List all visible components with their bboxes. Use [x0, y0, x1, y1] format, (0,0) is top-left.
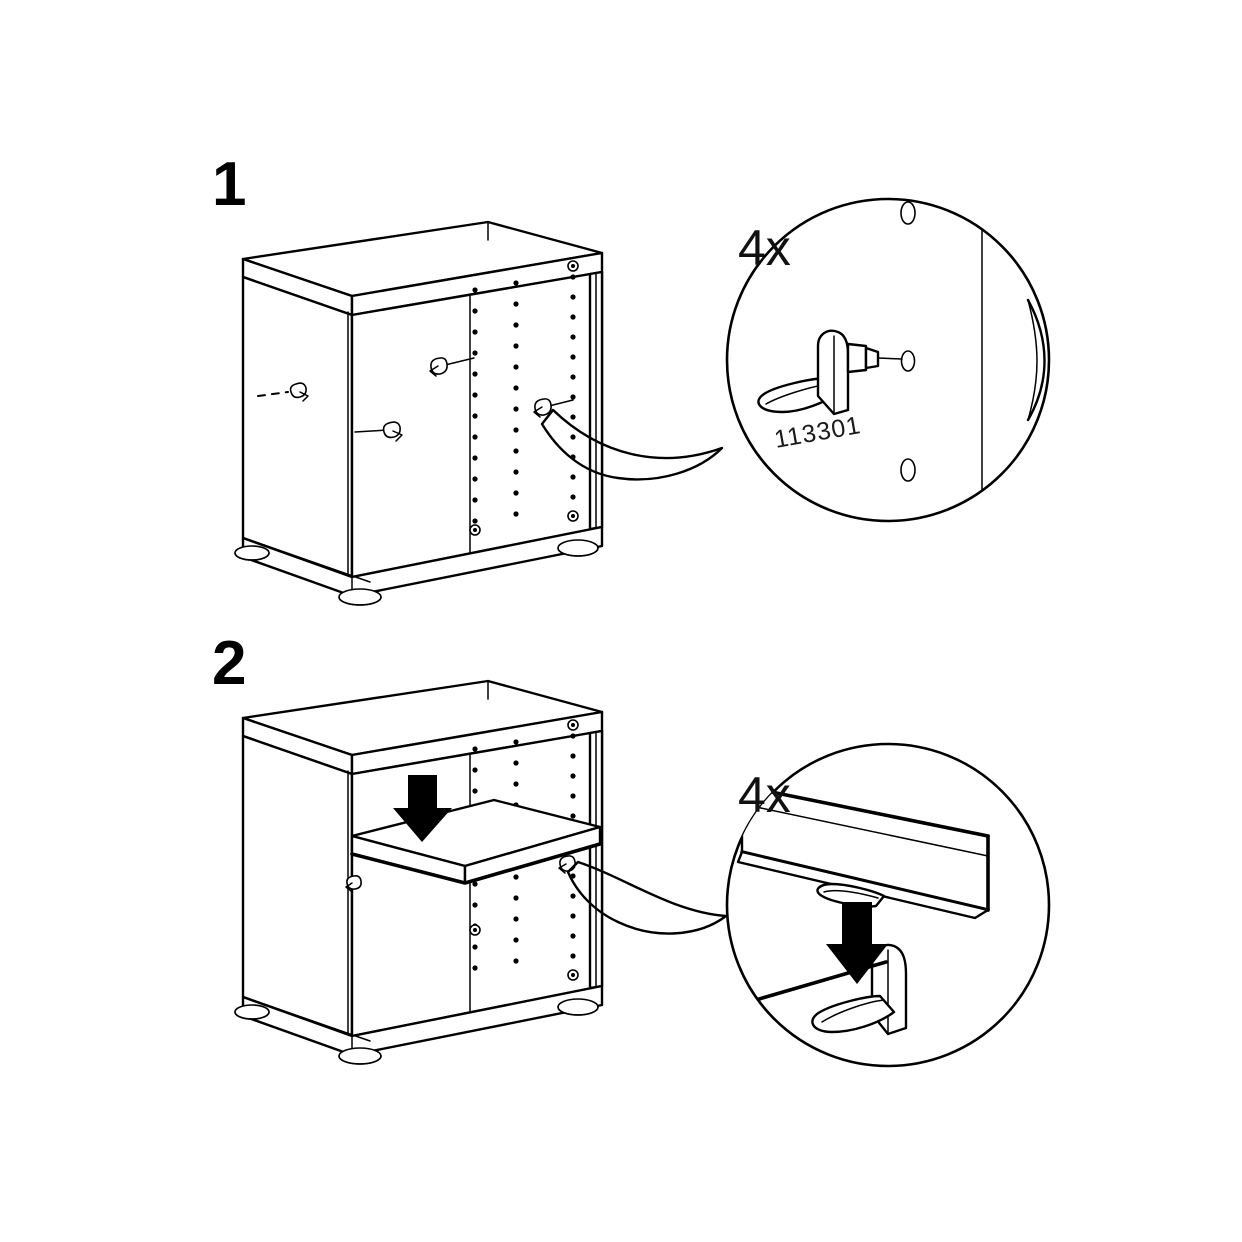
step-2-callout-ribbon — [566, 860, 728, 935]
hole-column-1 — [472, 287, 478, 524]
installed-shelf-pins — [257, 357, 574, 442]
step-1-cabinet — [234, 220, 604, 606]
shelf-insert-arrow-2 — [826, 902, 888, 984]
detail-circle-outline-2 — [725, 742, 1051, 1068]
hole-column-2 — [513, 280, 519, 517]
step-2-number: 2 — [212, 629, 246, 698]
cabinet-top-panel — [241, 220, 604, 317]
step-2-group: 2 — [212, 629, 1051, 1068]
shelf-support-pins-2 — [345, 855, 576, 892]
step-1-callout-ribbon — [540, 408, 724, 481]
detail-leader-line-2 — [740, 960, 888, 1006]
detail-circle-outline — [725, 197, 1051, 523]
cabinet-right-side-2 — [588, 729, 604, 990]
shelf-hole-columns — [472, 274, 576, 524]
shelf-insert-arrow — [393, 775, 452, 842]
step-2-quantity: 4x — [738, 767, 791, 823]
panel-rounded-edge — [1026, 298, 1046, 422]
cam-fittings-2 — [469, 719, 579, 981]
cabinet-left-side-2 — [241, 734, 354, 1038]
shelf-pin-detail — [757, 329, 903, 416]
step-1-quantity: 4x — [738, 220, 791, 276]
step-1-group: 1 — [212, 150, 1051, 606]
shelf-detail — [736, 784, 990, 920]
hole-column-3 — [570, 274, 576, 500]
part-number-label: 113301 — [772, 411, 863, 454]
step-2-detail-circle — [725, 742, 1051, 1068]
inserted-shelf — [350, 798, 602, 885]
cabinet-top-panel-2 — [241, 679, 604, 776]
cabinet-feet — [234, 539, 599, 606]
cabinet-left-side — [241, 275, 354, 579]
step-1-number: 1 — [212, 150, 246, 219]
cam-fittings — [469, 260, 579, 536]
shelf-pin-d — [533, 398, 574, 418]
shelf-pin-detail-2 — [811, 943, 908, 1036]
shelf-pin-b — [354, 421, 403, 442]
shelf-pin-a — [257, 382, 309, 402]
step-2-cabinet — [234, 679, 604, 1065]
panel-holes — [900, 201, 916, 482]
shelf-pin-c — [429, 357, 475, 377]
cabinet-feet-2 — [234, 998, 599, 1065]
cabinet-right-side — [588, 270, 604, 531]
